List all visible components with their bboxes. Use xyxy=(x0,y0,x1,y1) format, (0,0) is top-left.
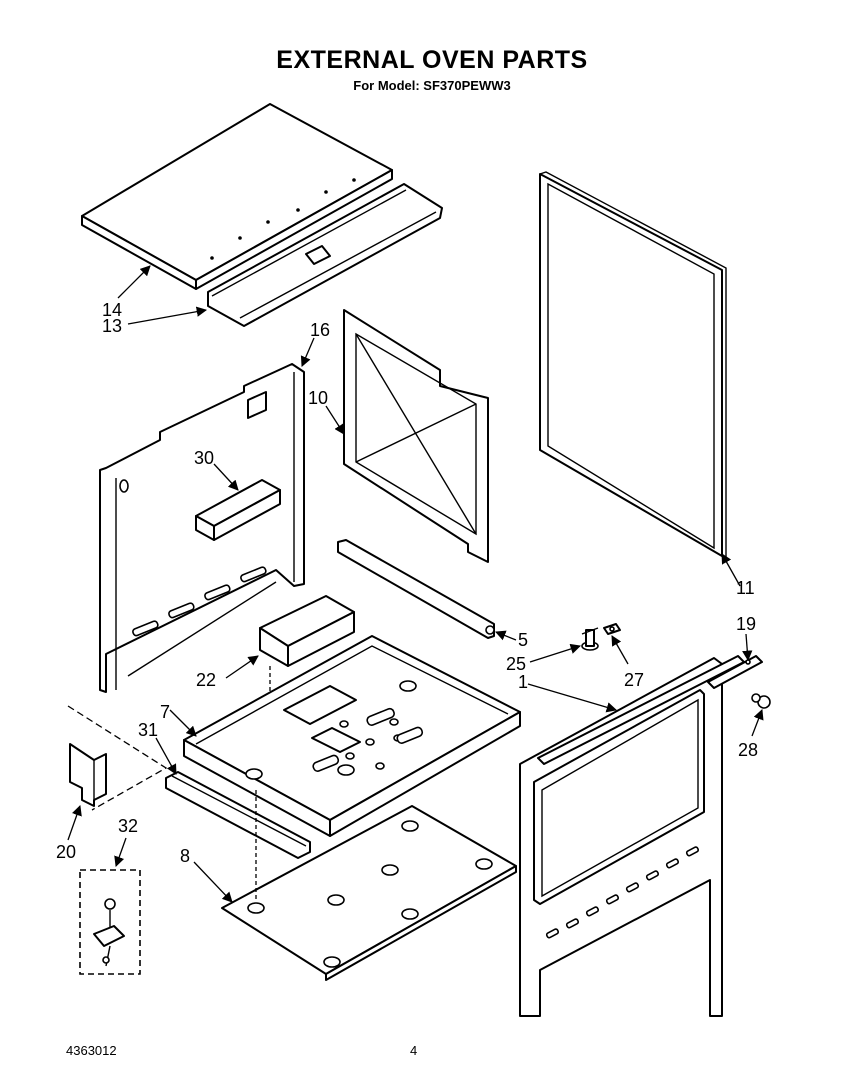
callout-8: 8 xyxy=(180,846,190,866)
callout-19: 19 xyxy=(736,614,756,634)
callout-10: 10 xyxy=(308,388,328,408)
door-panel xyxy=(539,171,727,560)
callout-5: 5 xyxy=(518,630,528,650)
model-subtitle: For Model: SF370PEWW3 xyxy=(353,78,511,93)
callout-11: 11 xyxy=(736,578,755,598)
callout-28: 28 xyxy=(738,740,758,760)
callout-labels: 14 13 16 10 11 30 5 25 27 19 1 22 7 31 2… xyxy=(56,300,758,866)
screw-28 xyxy=(751,693,771,709)
callout-16: 16 xyxy=(310,320,330,340)
rear-panel xyxy=(343,309,489,563)
front-frame xyxy=(519,655,745,1017)
callout-31: 31 xyxy=(138,720,158,740)
front-rail xyxy=(337,539,495,639)
callout-30: 30 xyxy=(194,448,214,468)
page-number: 4 xyxy=(410,1043,418,1058)
document-number: 4363012 xyxy=(66,1043,117,1058)
hardware-kit xyxy=(79,869,141,975)
callout-7: 7 xyxy=(160,702,170,722)
callout-14: 14 xyxy=(102,300,122,320)
clip-part xyxy=(67,705,168,811)
trim-strip xyxy=(165,771,311,859)
page-title: EXTERNAL OVEN PARTS xyxy=(276,46,588,74)
floor-plate xyxy=(221,790,517,981)
bottom-pan xyxy=(183,635,521,837)
callout-25: 25 xyxy=(506,654,526,674)
fastener-25 xyxy=(581,627,599,651)
callout-27: 27 xyxy=(624,670,644,690)
top-cover-panel xyxy=(81,103,393,290)
callout-13: 13 xyxy=(102,316,122,336)
box-bracket xyxy=(259,595,355,720)
callout-1: 1 xyxy=(518,672,528,692)
callout-32: 32 xyxy=(118,816,138,836)
callout-22: 22 xyxy=(196,670,216,690)
side-bracket xyxy=(195,479,281,541)
callout-20: 20 xyxy=(56,842,76,862)
top-trim-channel xyxy=(207,183,443,327)
leader-lines xyxy=(67,265,764,903)
fastener-27 xyxy=(603,623,621,635)
